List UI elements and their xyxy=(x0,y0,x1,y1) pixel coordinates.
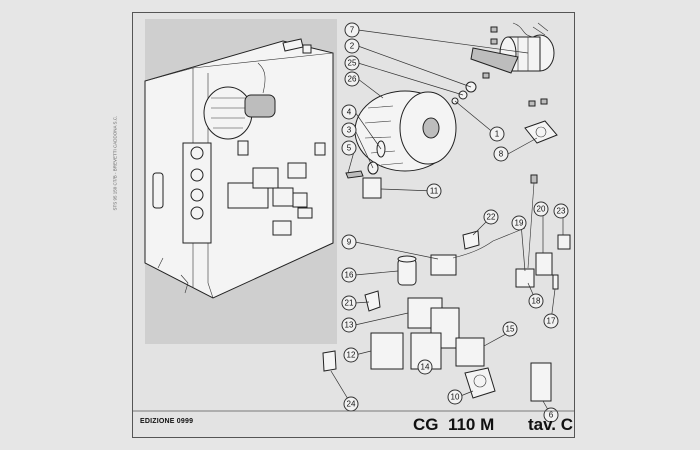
callout-15-label: 15 xyxy=(506,325,515,334)
callout-14: 14 xyxy=(417,359,433,375)
bolts xyxy=(482,26,548,107)
callout-19: 19 xyxy=(511,215,527,231)
side-note: STS 95 150 CT/B - BREVETTI CADDONA S.C. xyxy=(112,115,118,211)
callout-4: 4 xyxy=(341,104,357,120)
leader-lines xyxy=(330,29,564,416)
callout-1: 1 xyxy=(489,126,505,142)
callout-17: 17 xyxy=(543,313,559,329)
callout-18: 18 xyxy=(528,293,544,309)
callout-5-label: 5 xyxy=(347,144,352,153)
callout-3-label: 3 xyxy=(347,126,352,135)
callout-14-label: 14 xyxy=(421,363,430,372)
callout-24: 24 xyxy=(343,396,359,412)
callout-9-label: 9 xyxy=(347,238,352,247)
callout-2-label: 2 xyxy=(350,42,355,51)
callout-23-label: 23 xyxy=(557,207,566,216)
callout-11: 11 xyxy=(426,183,442,199)
callout-15: 15 xyxy=(502,321,518,337)
callout-11-label: 11 xyxy=(430,187,439,196)
callout-10: 10 xyxy=(447,389,463,405)
callout-24-label: 24 xyxy=(347,400,356,409)
model-code: CG 110 M xyxy=(413,415,495,434)
callout-10-label: 10 xyxy=(451,393,460,402)
callout-5: 5 xyxy=(341,140,357,156)
callout-6: 6 xyxy=(543,407,559,423)
callout-8: 8 xyxy=(493,146,509,162)
fan-wheel xyxy=(354,90,457,172)
callout-2: 2 xyxy=(344,38,360,54)
callout-18-label: 18 xyxy=(532,297,541,306)
callout-3: 3 xyxy=(341,122,357,138)
callout-1-label: 1 xyxy=(495,130,500,139)
callout-9: 9 xyxy=(341,234,357,250)
callout-7-label: 7 xyxy=(350,26,355,35)
callout-26-label: 26 xyxy=(348,75,357,84)
edition-label: EDIZIONE 0999 xyxy=(140,418,194,425)
callout-12-label: 12 xyxy=(347,351,356,360)
fan-motor xyxy=(470,22,555,74)
callout-25: 25 xyxy=(344,55,360,71)
callout-22-label: 22 xyxy=(487,213,496,222)
callout-7: 7 xyxy=(344,22,360,38)
callout-20: 20 xyxy=(533,201,549,217)
callout-8-label: 8 xyxy=(499,150,504,159)
callout-16: 16 xyxy=(341,267,357,283)
callout-16-label: 16 xyxy=(345,271,354,280)
callout-4-label: 4 xyxy=(347,108,352,117)
callout-13-label: 13 xyxy=(345,321,354,330)
callout-21-label: 21 xyxy=(345,299,354,308)
exploded-parts-drawing: 7 2 25 26 4 3 5 1 8 11 22 9 16 19 20 23 … xyxy=(133,22,574,423)
callout-20-label: 20 xyxy=(537,205,546,214)
callout-25-label: 25 xyxy=(348,59,357,68)
callout-12: 12 xyxy=(343,347,359,363)
callout-22: 22 xyxy=(483,209,499,225)
callout-19-label: 19 xyxy=(515,219,524,228)
callout-13: 13 xyxy=(341,317,357,333)
drawing-sheet: STS 95 150 CT/B - BREVETTI CADDONA S.C. xyxy=(113,12,575,438)
callout-26: 26 xyxy=(344,71,360,87)
oven-assembly-illustration xyxy=(144,38,334,299)
callout-6-label: 6 xyxy=(549,411,554,420)
callout-21: 21 xyxy=(341,295,357,311)
table-reference: tav. C xyxy=(528,415,574,434)
exploded-components xyxy=(322,22,571,402)
callout-23: 23 xyxy=(553,203,569,219)
callout-17-label: 17 xyxy=(547,317,556,326)
